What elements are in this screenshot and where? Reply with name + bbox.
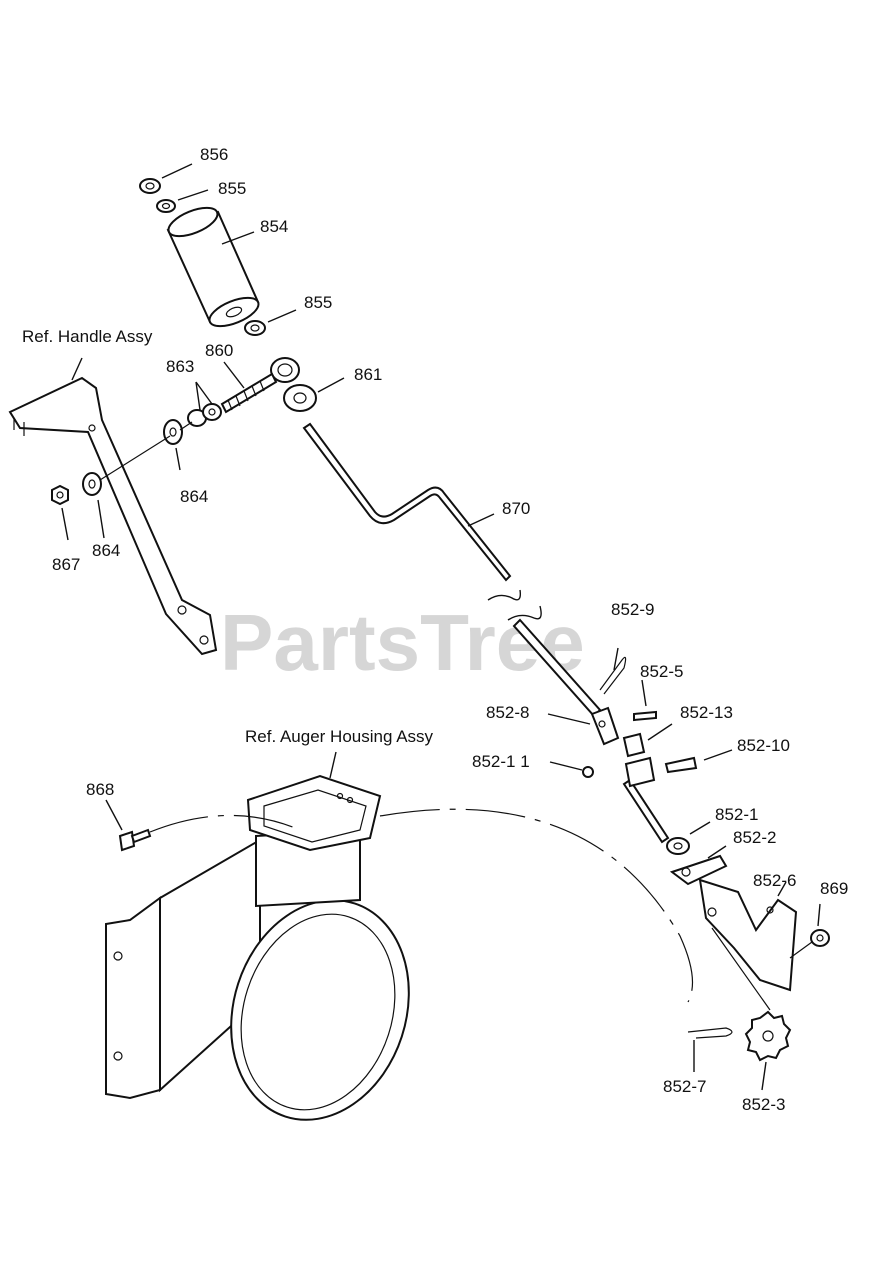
label-852-7: 852-7 <box>663 1077 706 1096</box>
lever-852-2 <box>669 854 728 886</box>
label-852-6: 852-6 <box>753 871 796 890</box>
label-856: 856 <box>200 145 228 164</box>
bolt-852-11 <box>582 766 594 778</box>
label-863: 863 <box>166 357 194 376</box>
label-864-lower: 864 <box>92 541 120 560</box>
label-852-8: 852-8 <box>486 703 529 722</box>
washer-864-lower <box>82 472 102 496</box>
label-855-upper: 855 <box>218 179 246 198</box>
clevis-852-8 <box>590 706 620 746</box>
label-852-11: 852-1 1 <box>472 752 530 771</box>
bracket-852-6 <box>698 878 798 992</box>
label-864-upper: 864 <box>180 487 208 506</box>
bolt-868 <box>118 828 152 852</box>
label-870: 870 <box>502 499 530 518</box>
assembly-line-handle <box>99 421 193 481</box>
label-852-10: 852-10 <box>737 736 790 755</box>
clevis-852-13 <box>622 732 646 758</box>
washer-852-1 <box>666 837 690 855</box>
label-852-13: 852-13 <box>680 703 733 722</box>
label-852-5: 852-5 <box>640 662 683 681</box>
washer-864-upper <box>163 419 183 445</box>
pin-852-5 <box>633 710 657 722</box>
label-ref-handle-assy: Ref. Handle Assy <box>22 327 153 346</box>
handle-assembly <box>8 376 218 656</box>
nut-869 <box>810 929 830 947</box>
gear-852-3 <box>744 1010 792 1062</box>
washer-855-lower <box>244 320 266 336</box>
label-860: 860 <box>205 341 233 360</box>
label-852-1: 852-1 <box>715 805 758 824</box>
label-867: 867 <box>52 555 80 574</box>
leader-lines <box>61 163 821 1091</box>
roller-854 <box>166 206 260 328</box>
label-854: 854 <box>260 217 288 236</box>
label-852-2: 852-2 <box>733 828 776 847</box>
assembly-line-bracket <box>711 927 813 1011</box>
hairpin-852-7 <box>687 1027 733 1039</box>
washer-855-upper <box>156 199 176 213</box>
nut-863 <box>187 403 222 427</box>
label-869: 869 <box>820 879 848 898</box>
assembly-path-auger <box>149 808 694 1003</box>
label-855-lower: 855 <box>304 293 332 312</box>
nut-867 <box>51 484 69 506</box>
connector-852 <box>624 756 656 788</box>
label-ref-auger-housing-assy: Ref. Auger Housing Assy <box>245 727 434 746</box>
bushing-861 <box>283 384 317 412</box>
label-852-9: 852-9 <box>611 600 654 619</box>
washer-856 <box>139 178 161 194</box>
eyebolt-860 <box>220 357 300 414</box>
hairpin-852-9 <box>599 656 627 695</box>
label-852-3: 852-3 <box>742 1095 785 1114</box>
pin-852-10 <box>664 756 698 774</box>
auger-housing <box>105 774 410 1121</box>
label-861: 861 <box>354 365 382 384</box>
watermark: PartsTree <box>220 598 585 687</box>
label-868: 868 <box>86 780 114 799</box>
